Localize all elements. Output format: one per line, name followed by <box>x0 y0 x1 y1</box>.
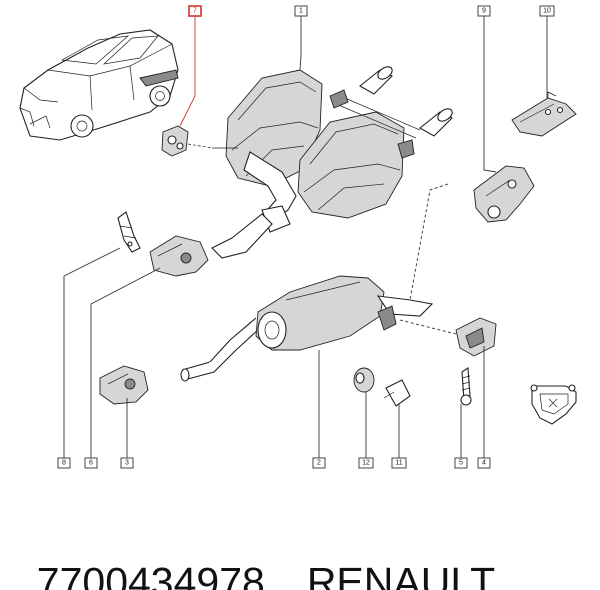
callout-2: 2 <box>312 457 326 469</box>
callout-6-label: 6 <box>89 460 93 467</box>
part-10-bracket-plate <box>511 91 577 137</box>
callout-7: 7 <box>188 5 202 17</box>
part-6-clamp-upper <box>149 235 209 277</box>
callout-9: 9 <box>477 5 491 17</box>
part-9-hanger-bracket <box>473 165 535 223</box>
part-11-small-bracket <box>383 379 411 407</box>
part-3-clamp-lower <box>99 365 149 405</box>
callout-10-label: 10 <box>543 8 551 15</box>
callout-5: 5 <box>454 457 468 469</box>
callout-7-label: 7 <box>193 8 197 15</box>
callout-5-label: 5 <box>459 460 463 467</box>
callout-4-label: 4 <box>482 460 486 467</box>
callout-1: 1 <box>294 5 308 17</box>
callout-10: 10 <box>539 5 555 17</box>
callout-12: 12 <box>358 457 374 469</box>
callout-9-label: 9 <box>482 8 486 15</box>
callout-8: 8 <box>57 457 71 469</box>
callout-3: 3 <box>120 457 134 469</box>
callout-8-label: 8 <box>62 460 66 467</box>
leader-lines <box>63 14 548 458</box>
callout-3-label: 3 <box>125 460 129 467</box>
part-2-intermediate-silencer <box>180 275 434 382</box>
part-8-clip-bracket <box>117 211 141 253</box>
u-clamp-detail <box>530 384 577 425</box>
part-5-bolt <box>460 367 472 406</box>
part-number-caption: 7700434978 RENAULT <box>14 512 495 590</box>
part-12-rubber-bush <box>353 367 375 393</box>
callout-6: 6 <box>84 457 98 469</box>
part-4-hanger-bracket <box>455 317 497 357</box>
exhaust-exploded-diagram: 7 1 9 10 8 6 3 2 12 11 5 4 <box>19 5 577 469</box>
part-number: 7700434978 <box>36 559 265 590</box>
callout-2-label: 2 <box>317 460 321 467</box>
brand-name: RENAULT <box>306 559 496 590</box>
callout-1-label: 1 <box>299 8 303 15</box>
part-7-rubber-hanger <box>161 125 213 157</box>
callout-12-label: 12 <box>362 460 370 467</box>
callout-4: 4 <box>477 457 491 469</box>
callout-11: 11 <box>391 457 407 469</box>
part-1-rear-silencer-assembly <box>211 66 453 259</box>
callout-11-label: 11 <box>395 460 402 467</box>
car-illustration <box>19 29 179 141</box>
